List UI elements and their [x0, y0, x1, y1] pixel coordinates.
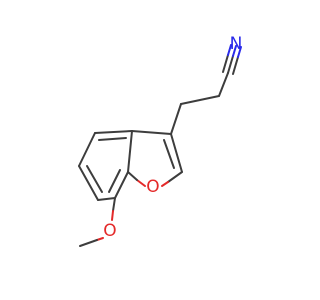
bond-o-c7a-red — [136, 179, 146, 187]
bond-c3a-c4-inner — [98, 137, 127, 141]
bond-c3-c3a — [131, 130, 172, 135]
bond-c7-c7a-inner — [108, 169, 121, 193]
triple-bond-line-3-n — [237, 46, 242, 58]
bond-c5-c6-inner — [86, 165, 103, 193]
bond-c5-c6 — [78, 165, 99, 201]
triple-bond-line-1 — [222, 54, 229, 73]
bond-chain-2 — [180, 95, 220, 105]
bond-o-c7a — [127, 171, 138, 181]
furan-ring — [127, 130, 183, 187]
bond-c3a-c7a — [127, 130, 133, 173]
furan-oxygen-label: O — [146, 177, 159, 197]
alkyl-chain — [170, 72, 229, 135]
nitrogen-label: N — [230, 34, 243, 54]
bond-c3a-c4 — [94, 130, 133, 134]
triple-bond-line-1-n — [227, 44, 232, 56]
bond-o-ch3 — [79, 239, 98, 247]
bond-c2-o — [167, 171, 183, 183]
bond-c3-c2 — [170, 133, 183, 173]
bond-c7-c7a — [114, 171, 129, 199]
bond-c7-o-red — [111, 210, 114, 221]
bond-c2-o-red — [161, 181, 169, 187]
bond-c6-c7 — [97, 197, 116, 201]
bond-chain-1 — [218, 72, 229, 97]
benzene-ring — [78, 130, 133, 201]
molecule-diagram: N O O — [78, 34, 243, 247]
methoxy-oxygen-label: O — [103, 221, 116, 241]
structure-drawing: N O O — [78, 34, 243, 247]
bond-c3-c2-inner — [163, 139, 175, 169]
bond-o-ch3-red — [96, 237, 104, 241]
triple-bond-line-2 — [227, 55, 234, 74]
bond-c7-o — [112, 197, 116, 212]
nitrile-group — [222, 44, 242, 75]
triple-bond-line-2-n — [232, 45, 237, 57]
bond-c4-c5 — [78, 132, 96, 167]
bond-chain-3 — [170, 103, 182, 135]
triple-bond-line-3 — [232, 56, 239, 75]
methoxy-group — [79, 197, 116, 247]
